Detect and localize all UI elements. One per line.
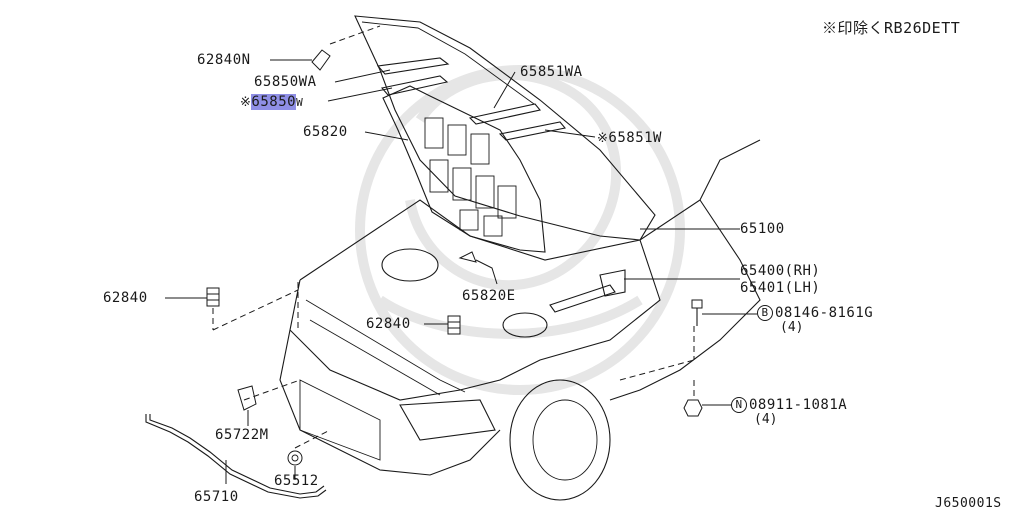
callout-65850WA[interactable]: 65850WA <box>254 74 317 90</box>
callout-65850W[interactable]: ※65850W <box>240 94 303 111</box>
leader-lines <box>165 59 757 484</box>
part-suffix: W <box>296 96 304 109</box>
callout-65851WA[interactable]: 65851WA <box>520 64 583 80</box>
callout-65400-rh[interactable]: 65400(RH) <box>740 263 821 279</box>
callout-65100[interactable]: 65100 <box>740 221 785 237</box>
hood-insulator <box>382 85 546 253</box>
part-65722M-lock <box>237 385 257 411</box>
part-nut-08911 <box>683 399 703 417</box>
quantity-08146: (4) <box>780 320 804 335</box>
part-number: 08911-1081A <box>749 397 848 413</box>
exclusion-mark: ※ <box>597 131 609 146</box>
part-65710-cable <box>145 414 327 499</box>
callout-65851W[interactable]: ※65851W <box>597 130 662 147</box>
part-62840N-clip <box>311 49 331 71</box>
note-text: 印除くRB26DETT <box>837 19 961 37</box>
car-body <box>279 139 761 501</box>
nut-symbol: N <box>731 397 747 413</box>
part-65820E-cone <box>458 251 477 263</box>
watermark-emblem <box>355 65 685 395</box>
part-65512-grommet <box>287 450 303 466</box>
callout-62840-left[interactable]: 62840 <box>103 290 148 306</box>
part-number: 08146-8161G <box>775 305 874 321</box>
exclusion-mark: ※ <box>240 95 252 110</box>
callout-62840N[interactable]: 62840N <box>197 52 251 68</box>
part-bolt-08146 <box>691 299 703 326</box>
callout-65512[interactable]: 65512 <box>274 473 319 489</box>
note-mark: ※ <box>822 19 838 37</box>
bolt-symbol: B <box>757 305 773 321</box>
callout-65401-lh[interactable]: 65401(LH) <box>740 280 821 296</box>
highlighted-part-number: 65850 <box>251 94 297 110</box>
part-62840-bumper-center <box>447 315 461 335</box>
callout-65722M[interactable]: 65722M <box>215 427 269 443</box>
hood-panel <box>354 15 656 241</box>
drawing-id: J650001S <box>935 496 1002 511</box>
callout-62840-center[interactable]: 62840 <box>366 316 411 332</box>
exclusion-note: ※印除くRB26DETT <box>822 20 960 36</box>
part-number: 65851W <box>608 130 662 146</box>
callout-65710[interactable]: 65710 <box>194 489 239 505</box>
reference-lines <box>212 25 695 449</box>
quantity-08911: (4) <box>754 412 778 427</box>
callout-65820E[interactable]: 65820E <box>462 288 516 304</box>
callout-65820[interactable]: 65820 <box>303 124 348 140</box>
part-62840-bumper-left <box>206 287 220 307</box>
